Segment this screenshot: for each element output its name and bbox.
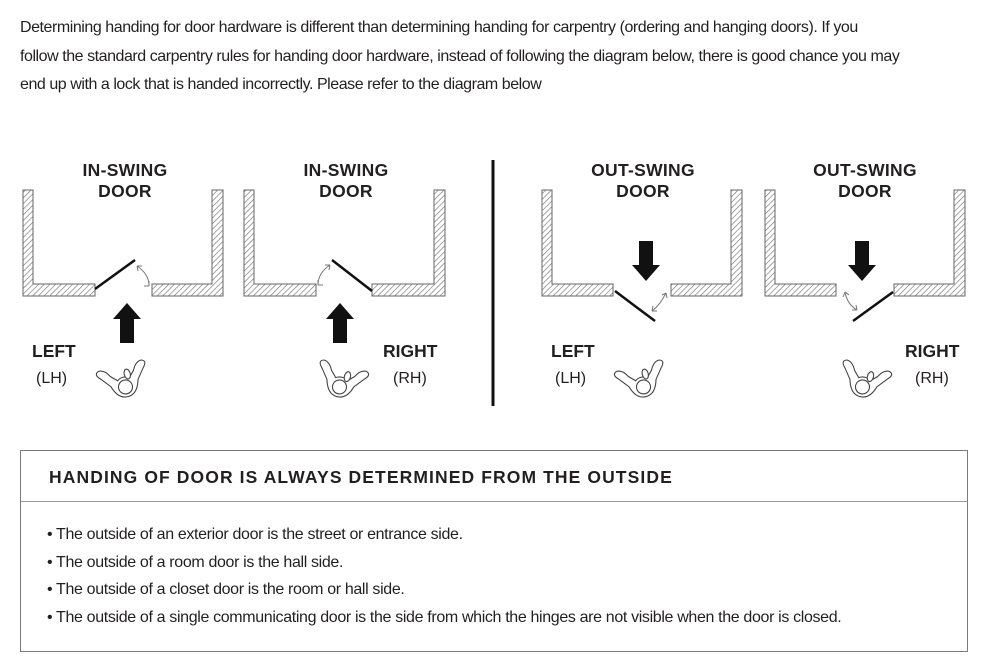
hand-abbr: (LH)	[555, 370, 587, 387]
intro-line: end up with a lock that is handed incorr…	[20, 76, 542, 93]
wall-left	[22, 189, 96, 297]
wall-right	[371, 189, 446, 297]
arrow-down-icon	[632, 241, 660, 281]
intro-paragraph: Determining handing for door hardware is…	[20, 14, 980, 100]
hand-label: LEFT	[32, 341, 76, 361]
hand-abbr: (RH)	[393, 370, 427, 387]
door-leaf	[614, 290, 656, 322]
swing-arrow-icon	[317, 264, 331, 286]
person-icon	[312, 358, 370, 404]
door-leaf	[852, 290, 894, 323]
wall-left	[243, 189, 317, 297]
swing-arrow-icon	[651, 292, 668, 312]
intro-line: follow the standard carpentry rules for …	[20, 47, 900, 65]
hand-label: RIGHT	[905, 341, 960, 361]
door-leaf	[94, 258, 136, 291]
notice-box: HANDING OF DOOR IS ALWAYS DETERMINED FRO…	[20, 450, 968, 652]
hand-abbr: (RH)	[915, 370, 949, 387]
door-leaf	[331, 259, 373, 292]
arrow-down-icon	[848, 241, 876, 281]
notice-divider	[21, 501, 967, 502]
list-item: • The outside of a room door is the hall…	[47, 553, 344, 571]
hand-label: LEFT	[551, 341, 595, 361]
wall-right	[151, 189, 224, 297]
hand-label: RIGHT	[383, 341, 438, 361]
person-icon	[613, 358, 671, 404]
notice-list: • The outside of an exterior door is the…	[47, 521, 842, 631]
person-icon	[95, 358, 153, 404]
hand-abbr: (LH)	[36, 370, 68, 387]
wall-left	[764, 189, 837, 297]
swing-arrow-icon	[136, 265, 150, 287]
swing-arrow-icon	[842, 291, 858, 311]
list-item: • The outside of a single communicating …	[47, 608, 842, 626]
person-icon	[835, 358, 893, 404]
wall-right	[670, 189, 743, 297]
wall-right	[893, 189, 966, 297]
arrow-up-icon	[113, 303, 141, 343]
notice-heading: HANDING OF DOOR IS ALWAYS DETERMINED FRO…	[49, 467, 673, 487]
arrow-up-icon	[326, 303, 354, 343]
list-item: • The outside of a closet door is the ro…	[47, 581, 405, 598]
intro-line: Determining handing for door hardware is…	[20, 19, 858, 36]
handing-diagram	[22, 160, 966, 406]
list-item: • The outside of an exterior door is the…	[47, 526, 463, 543]
wall-left	[541, 189, 614, 297]
